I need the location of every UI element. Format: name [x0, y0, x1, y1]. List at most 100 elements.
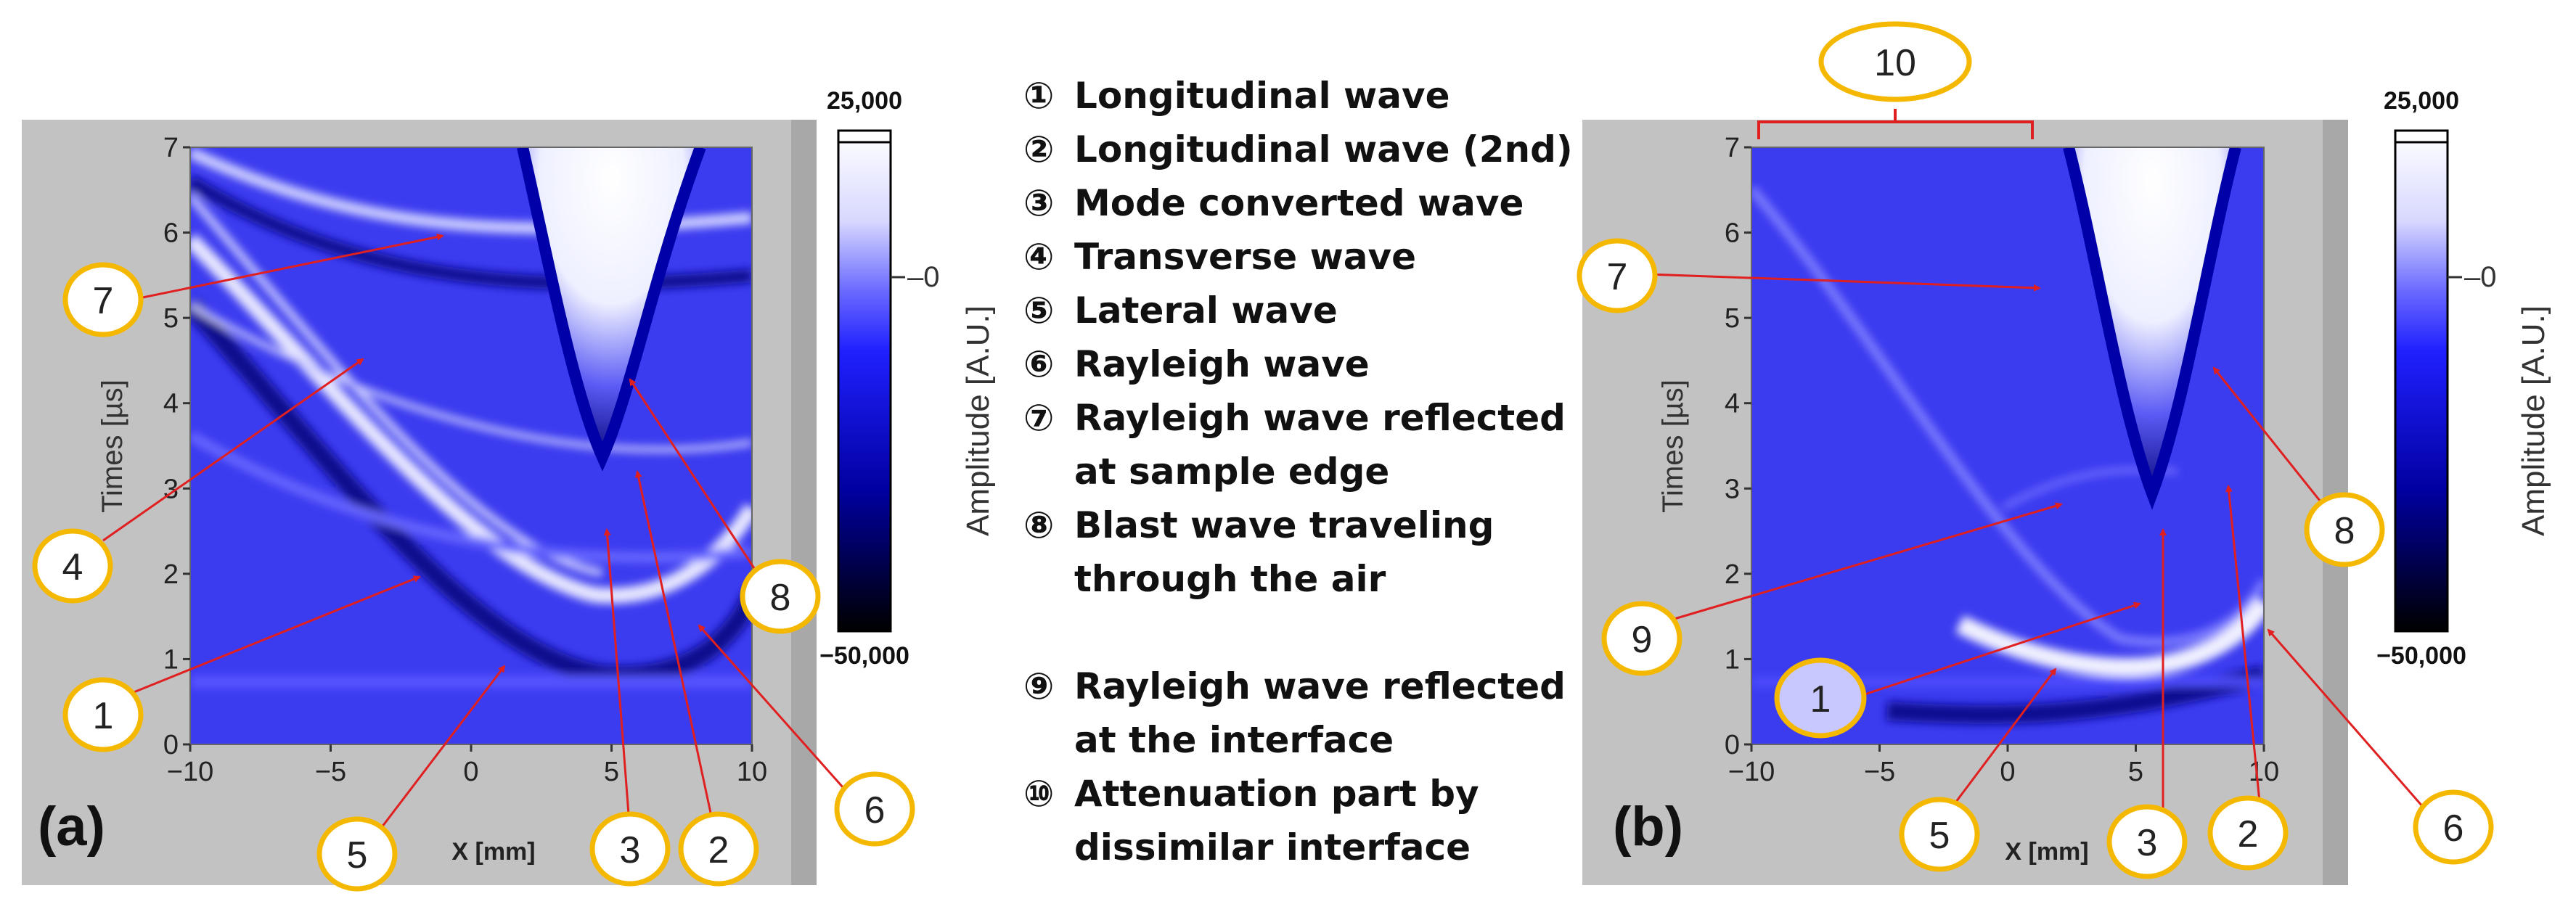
x-tick-label: 5: [2128, 757, 2143, 787]
callout-a-4: 4: [32, 528, 113, 604]
y-tick-label: 5: [163, 303, 179, 334]
y-tick-label: 3: [1725, 474, 1740, 504]
callout-a-1: 1: [62, 677, 144, 752]
y-tick-label: 2: [163, 559, 179, 590]
callout-a-2: 2: [678, 811, 759, 887]
panel-b-heatmap: [1751, 147, 2264, 744]
svg-text:3: 3: [620, 829, 641, 871]
y-tick-label: 4: [1725, 389, 1740, 419]
callout-a-8: 8: [740, 559, 821, 634]
panel-b-callouts: 10 7 9 1 5 3 2 8 6: [1577, 21, 2494, 879]
legend-item-7-cont: at sample edge: [1074, 451, 1390, 493]
panel-b-colorbar: [2394, 129, 2449, 633]
svg-text:3: 3: [2137, 822, 2158, 864]
x-tick-label: 0: [2000, 757, 2015, 787]
panel-a-colorbar: [837, 129, 892, 633]
y-tick-label: 2: [1725, 559, 1740, 590]
panel-a-label: (a): [38, 796, 105, 858]
y-tick-label: 1: [163, 644, 179, 675]
callout-b-10: 10: [1818, 21, 1972, 102]
legend-item-9-cont: at the interface: [1074, 719, 1394, 761]
x-tick-label: −10: [167, 757, 213, 787]
x-tick-label: 10: [2249, 757, 2279, 787]
y-tick-label: 7: [1725, 133, 1740, 163]
y-tick-label: 6: [163, 218, 179, 249]
panel-b-ylabel: Times [µs]: [1657, 379, 1689, 513]
callout-a-3: 3: [589, 811, 671, 887]
panel-a-frame-shadow: [791, 120, 817, 885]
svg-text:7: 7: [1607, 256, 1628, 298]
x-tick-label: 10: [737, 757, 767, 787]
legend-item-8-cont: through the air: [1074, 558, 1386, 600]
panel-b-xlabel: X [mm]: [2005, 838, 2088, 866]
callout-b-6: 6: [2413, 789, 2494, 865]
panel-a-ylabel: Times [µs]: [97, 379, 128, 513]
y-tick-label: 4: [163, 389, 179, 419]
callout-b-3: 3: [2106, 804, 2188, 879]
svg-text:8: 8: [770, 577, 791, 619]
y-tick-label: 0: [163, 730, 179, 760]
x-tick-label: 0: [463, 757, 478, 787]
svg-text:1: 1: [93, 695, 114, 737]
svg-text:4: 4: [62, 546, 83, 588]
callout-a-7: 7: [62, 262, 144, 337]
callout-a-5: 5: [316, 816, 398, 892]
panel-a-callouts: 7 4 1 5 3 2 8 6: [32, 262, 915, 892]
svg-text:2: 2: [708, 829, 729, 871]
callout-b-9: 9: [1601, 601, 1682, 676]
svg-text:9: 9: [1632, 619, 1653, 661]
callout-b-5: 5: [1899, 797, 1980, 872]
panel-b-cbar-mid: –0: [2464, 261, 2497, 293]
svg-text:5: 5: [1929, 815, 1950, 857]
svg-text:2: 2: [2238, 813, 2259, 855]
panel-b-x-ticks: −10 −5 0 5 10: [1728, 744, 2279, 787]
svg-text:6: 6: [864, 789, 886, 831]
svg-text:8: 8: [2334, 510, 2355, 552]
svg-text:7: 7: [93, 280, 114, 322]
x-tick-label: −5: [1864, 757, 1895, 787]
legend-gap: [1023, 606, 1573, 660]
panel-b-cbar-max: 25,000: [2384, 87, 2459, 115]
panel-a-arrows: [102, 233, 851, 834]
svg-text:6: 6: [2443, 808, 2464, 850]
panel-b-cbar-label: Amplitude [A.U.]: [2516, 305, 2551, 536]
svg-text:1: 1: [1810, 678, 1831, 720]
panel-b-cbar-min: −50,000: [2376, 642, 2466, 670]
panel-a-cbar-min: −50,000: [819, 642, 909, 670]
callout-b-8: 8: [2304, 492, 2385, 567]
panel-b: 0 1 2 3 4 5 6 7 −10 −5 0 5 10 Times [µs] X [mm] (b)…: [1577, 21, 2551, 885]
svg-text:5: 5: [347, 834, 368, 876]
callout-b-2: 2: [2207, 795, 2289, 871]
panel-a-cbar-max: 25,000: [827, 87, 902, 115]
svg-text:10: 10: [1874, 42, 1916, 84]
panel-a-cbar-label: Amplitude [A.U.]: [960, 305, 996, 536]
panel-a-cbar-mid: –0: [907, 261, 940, 293]
x-tick-label: −10: [1728, 757, 1775, 787]
y-tick-label: 7: [163, 133, 179, 163]
bracket-10: [1757, 109, 2034, 139]
panel-a-heatmap: [190, 147, 752, 744]
x-tick-label: 5: [604, 757, 619, 787]
y-tick-label: 5: [1725, 303, 1740, 334]
callout-a-6: 6: [834, 771, 915, 847]
panel-b-label: (b): [1613, 796, 1683, 858]
y-tick-label: 6: [1725, 218, 1740, 249]
panel-b-arrows: [1647, 273, 2429, 817]
panel-a-xlabel: X [mm]: [451, 838, 535, 866]
y-tick-label: 1: [1725, 644, 1740, 675]
